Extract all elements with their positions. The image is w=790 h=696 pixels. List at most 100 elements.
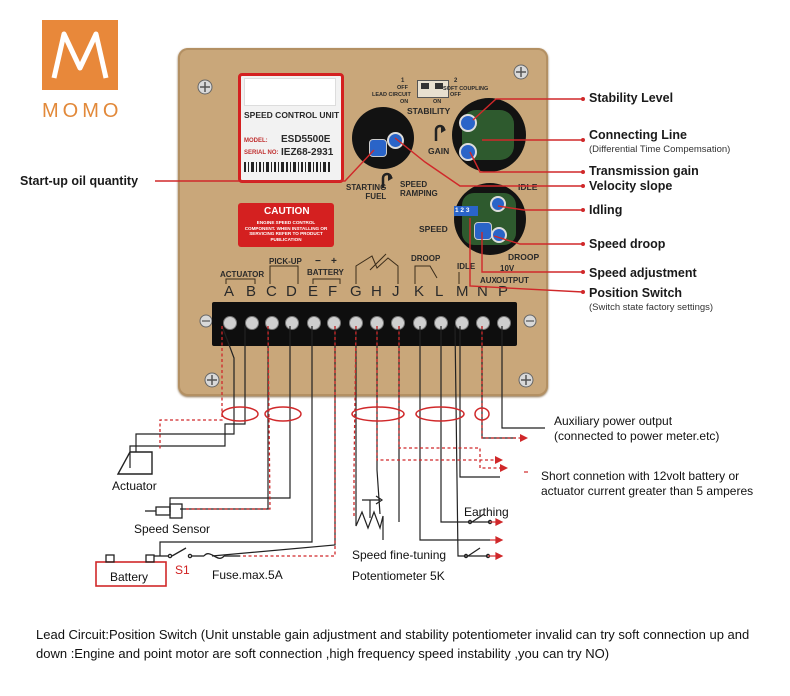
terminal-letter: C xyxy=(266,283,277,300)
speed-fine-tuning-switch-icon xyxy=(463,513,493,559)
terminal-letter: J xyxy=(392,283,400,300)
aux-output-sub: (connected to power meter.etc) xyxy=(554,429,720,443)
minus-sign: − xyxy=(315,256,321,267)
lead-circuit-caption: Lead Circuit:Position Switch (Unit unsta… xyxy=(36,627,750,661)
fuse-label: Fuse.max.5A xyxy=(212,568,283,582)
connecting-line-label: Connecting Line xyxy=(589,128,687,142)
brand-logo xyxy=(42,20,118,90)
droop-label: DROOP xyxy=(508,252,540,262)
earthing-arrow-icon xyxy=(488,471,528,560)
terminal-screw-icon[interactable] xyxy=(476,316,490,330)
terminal-letter: F xyxy=(328,283,338,300)
terminal-letter: A xyxy=(224,283,235,300)
actuator-symbol-icon xyxy=(116,451,153,475)
speed-sensor-label: Speed Sensor xyxy=(134,522,211,536)
idle-lower-label: IDLE xyxy=(457,262,476,271)
sw-on-left: ON xyxy=(400,99,409,105)
actuator-panel-label: ACTUATOR xyxy=(220,270,265,279)
startup-oil-label: Start-up oil quantity xyxy=(20,174,139,188)
terminal-screw-icon[interactable] xyxy=(245,316,259,330)
terminal-screw-icon[interactable] xyxy=(497,316,511,330)
dip-switch-lever-1[interactable] xyxy=(421,83,429,89)
lead-circuit-label: LEAD CIRCUIT xyxy=(372,92,411,98)
speed-fine-tuning-label: Speed fine-tuning xyxy=(352,548,447,562)
model-value: ESD5500E xyxy=(281,134,331,145)
screw-icon xyxy=(518,372,534,388)
terminal-screw-icon[interactable] xyxy=(327,316,341,330)
terminal-letter: E xyxy=(308,283,319,300)
screw-icon xyxy=(523,314,537,328)
switch-s1-icon xyxy=(154,547,193,559)
sw-on-right: ON xyxy=(433,99,442,105)
terminal-letter: N xyxy=(477,283,488,300)
screw-icon xyxy=(204,372,220,388)
aux-output-label: Auxiliary power output xyxy=(554,414,673,428)
s1-label: S1 xyxy=(175,563,190,577)
short-connection-line-1: Short connetion with 12volt battery or xyxy=(541,469,740,483)
caution-text: ENGINE SPEED CONTROL COMPONENT. WHEN INS… xyxy=(244,220,328,242)
aux-label: AUX xyxy=(480,276,497,285)
stability-pot-icon[interactable] xyxy=(459,114,477,132)
potentiometer-label: Potentiometer 5K xyxy=(352,569,445,583)
stability-level-label: Stability Level xyxy=(589,91,674,105)
dip-numbers: 1 2 3 xyxy=(455,207,470,214)
terminal-screw-icon[interactable] xyxy=(285,316,299,330)
sw-off-right: OFF xyxy=(450,92,461,98)
unit-title: SPEED CONTROL UNIT xyxy=(244,110,340,120)
idle-pot-icon[interactable] xyxy=(490,196,506,212)
idle-label: IDLE xyxy=(518,182,538,192)
output-label: OUTPUT xyxy=(496,276,529,285)
logo-letter-m-icon xyxy=(51,31,109,79)
dip-switch-lever-2[interactable] xyxy=(435,83,443,89)
idling-label: Idling xyxy=(589,203,623,217)
label-blank-area xyxy=(244,78,336,106)
sw-2: 2 xyxy=(454,78,458,84)
barcode-icon xyxy=(244,162,330,172)
battery-panel-label: BATTERY xyxy=(307,268,344,277)
speed-label: SPEED xyxy=(419,224,448,234)
screw-icon xyxy=(513,64,529,80)
droop-lower-label: DROOP xyxy=(411,254,441,263)
serial-value: IEZ68-2931 xyxy=(281,147,334,158)
transmission-gain-label: Transmission gain xyxy=(589,164,699,178)
plus-sign: + xyxy=(331,256,337,267)
screw-icon xyxy=(197,79,213,95)
caution-title: CAUTION xyxy=(264,206,310,217)
speed-adjustment-label: Speed adjustment xyxy=(589,266,697,280)
starting-fuel-label: STARTING FUEL xyxy=(346,183,387,201)
actuator-label: Actuator xyxy=(112,479,157,493)
sw-off-left: OFF xyxy=(397,85,408,91)
terminal-letter: G xyxy=(350,283,362,300)
terminal-screw-icon[interactable] xyxy=(455,316,469,330)
dip-block[interactable] xyxy=(454,206,478,216)
speed-ramping-label: SPEED RAMPING xyxy=(400,180,438,198)
position-switch-sub: (Switch state factory settings) xyxy=(589,302,714,313)
potentiometer-icon xyxy=(355,495,384,540)
ten-volt-label: 10V xyxy=(500,264,515,273)
terminal-screw-icon[interactable] xyxy=(307,316,321,330)
battery-icon xyxy=(95,554,167,587)
rotate-arrow-icon xyxy=(381,172,393,188)
starting-fuel-pot-icon[interactable] xyxy=(369,139,387,157)
gain-label: GAIN xyxy=(428,146,450,156)
velocity-slope-label: Velocity slope xyxy=(589,179,673,193)
earthing-label: Earthing xyxy=(464,505,509,519)
terminal-screw-icon[interactable] xyxy=(223,316,237,330)
model-label: MODEL: xyxy=(244,138,268,144)
speed-ramping-pot-icon[interactable] xyxy=(387,132,404,149)
position-switch-label: Position Switch xyxy=(589,286,683,300)
sw-1: 1 xyxy=(401,78,405,84)
brand-name: MOMO xyxy=(42,100,123,122)
stability-label: STABILITY xyxy=(407,106,451,116)
speed-sensor-icon xyxy=(145,503,183,519)
terminal-letter: L xyxy=(435,283,444,300)
terminal-letter: H xyxy=(371,283,382,300)
battery-label: Battery xyxy=(110,570,149,584)
terminal-letter: D xyxy=(286,283,297,300)
terminal-letter: K xyxy=(414,283,425,300)
terminal-screw-icon[interactable] xyxy=(391,316,405,330)
short-connection-line-2: actuator current greater than 5 amperes xyxy=(541,484,754,498)
